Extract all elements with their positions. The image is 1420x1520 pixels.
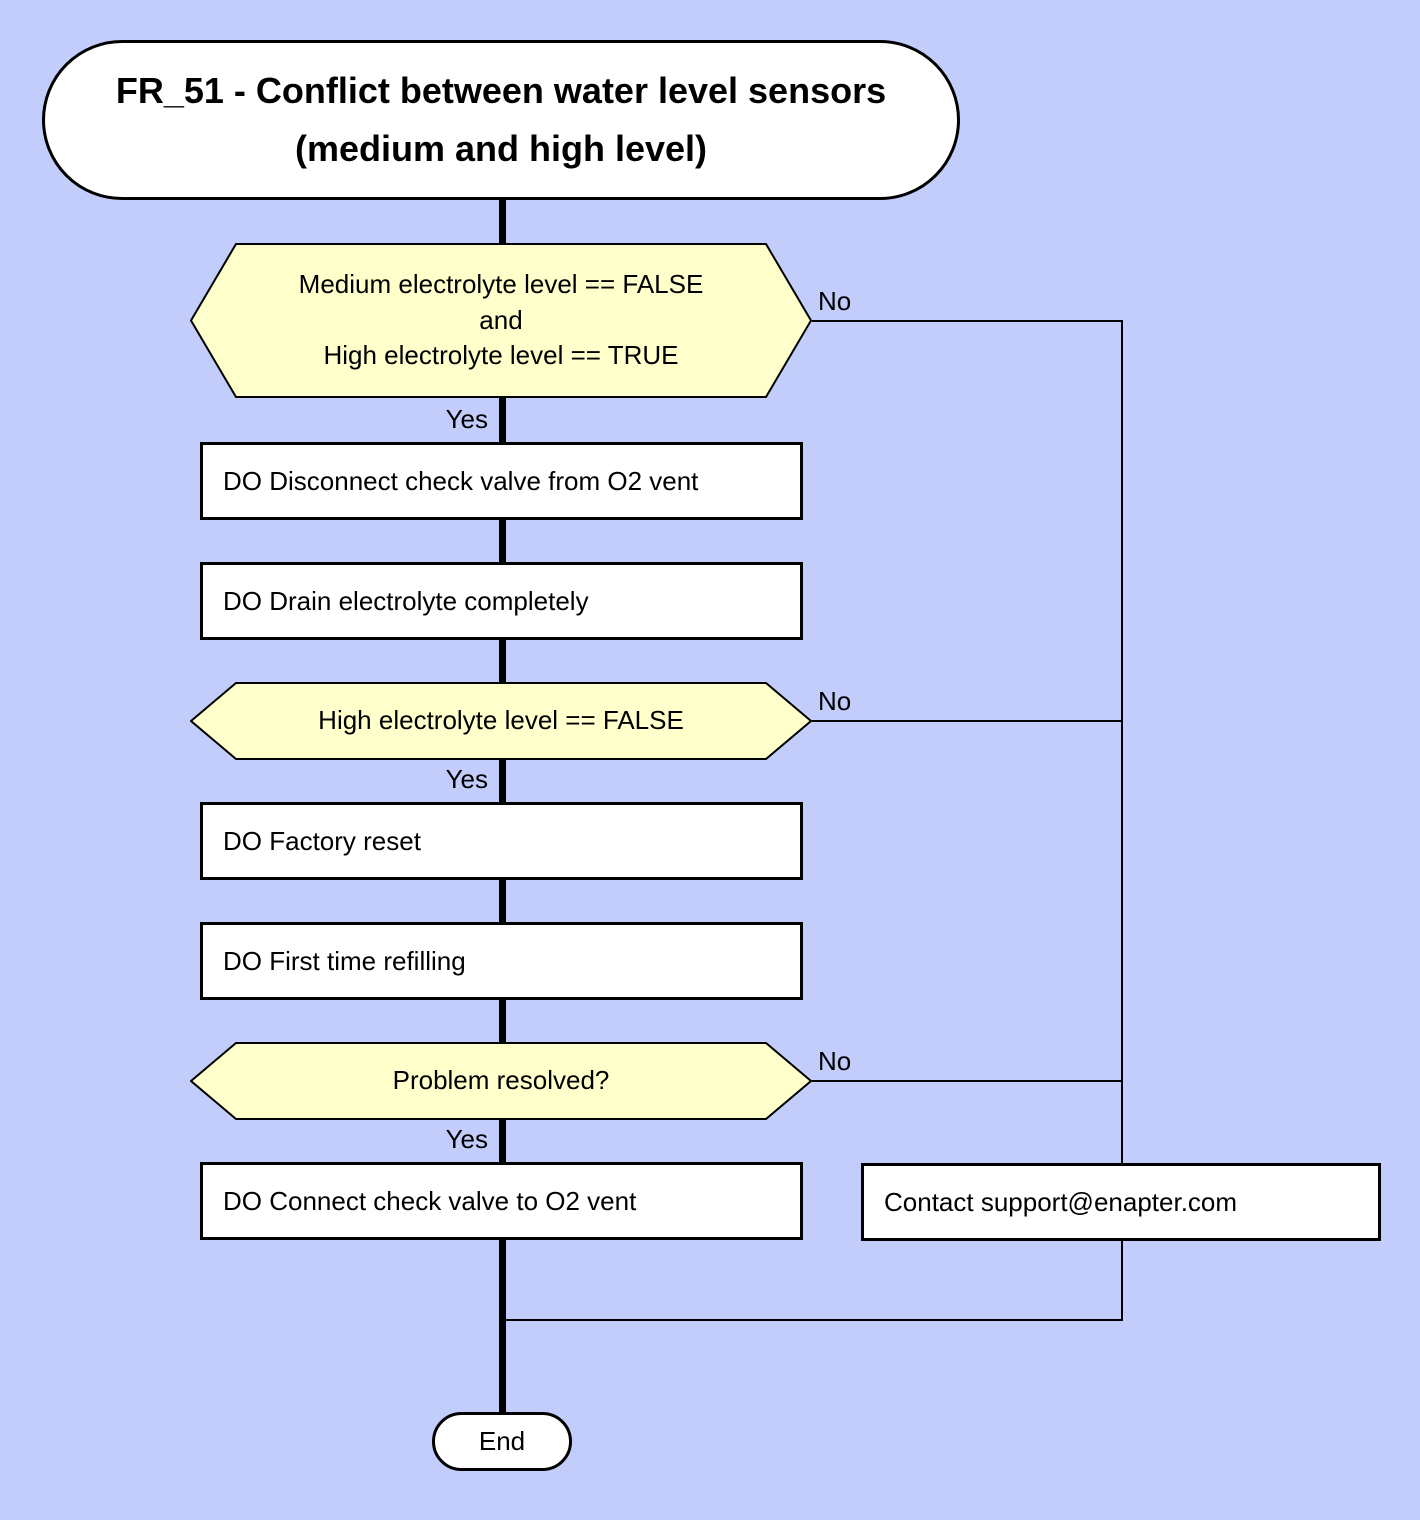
end-node: End <box>432 1412 572 1471</box>
edge-label-yes-1: Yes <box>445 404 488 434</box>
decision-medium-high-conflict-label: Medium electrolyte level == FALSE and Hi… <box>298 268 704 371</box>
process-connect-check-valve-label: DO Connect check valve to O2 vent <box>223 1185 637 1216</box>
process-contact-support: Contact support@enapter.com <box>861 1163 1381 1241</box>
connector-join-horizontal <box>499 1319 1123 1321</box>
connector-contact-to-join <box>1121 1241 1123 1321</box>
page-title: FR_51 - Conflict between water level sen… <box>115 70 887 169</box>
decision-hexagon-shape <box>190 682 812 760</box>
connector-decision1-no <box>812 320 1123 322</box>
connector-decision1-yes <box>499 396 506 444</box>
edge-label-yes-3: Yes <box>445 1124 488 1154</box>
process-drain-electrolyte: DO Drain electrolyte completely <box>200 562 803 640</box>
edge-label-no-3: No <box>818 1046 852 1076</box>
process-factory-reset: DO Factory reset <box>200 802 803 880</box>
process-first-time-refilling-label: DO First time refilling <box>223 945 466 976</box>
decision-problem-resolved-label: Problem resolved? <box>392 1065 610 1096</box>
process-disconnect-check-valve-label: DO Disconnect check valve from O2 vent <box>223 465 699 496</box>
decision-high-level-false-label: High electrolyte level == FALSE <box>318 705 684 736</box>
title-node: FR_51 - Conflict between water level sen… <box>42 40 960 200</box>
connector-process1-to-process2 <box>499 518 506 564</box>
decision-problem-resolved: Problem resolved? <box>190 1042 812 1120</box>
process-contact-support-label: Contact support@enapter.com <box>884 1186 1238 1217</box>
connector-decision3-yes <box>499 1118 506 1164</box>
connector-decision2-no <box>812 720 1123 722</box>
process-connect-check-valve: DO Connect check valve to O2 vent <box>200 1162 803 1240</box>
process-factory-reset-label: DO Factory reset <box>223 825 421 856</box>
process-disconnect-check-valve: DO Disconnect check valve from O2 vent <box>200 442 803 520</box>
connector-no-branch-vertical <box>1121 320 1123 1164</box>
process-first-time-refilling: DO First time refilling <box>200 922 803 1000</box>
edge-label-no-1: No <box>818 286 852 316</box>
process-drain-electrolyte-label: DO Drain electrolyte completely <box>223 585 589 616</box>
edge-label-no-2: No <box>818 686 852 716</box>
connector-process5-to-end <box>499 1238 506 1414</box>
decision-medium-high-conflict: Medium electrolyte level == FALSE and Hi… <box>190 243 812 398</box>
connector-decision3-no <box>812 1080 1123 1082</box>
connector-title-to-decision1 <box>499 200 506 245</box>
connector-process2-to-decision2 <box>499 638 506 684</box>
connector-decision2-yes <box>499 758 506 804</box>
decision-hexagon-shape <box>190 243 812 398</box>
connector-process4-to-decision3 <box>499 998 506 1044</box>
end-node-label: End <box>478 1426 526 1456</box>
decision-hexagon-shape <box>190 1042 812 1120</box>
connector-process3-to-process4 <box>499 878 506 924</box>
decision-high-level-false: High electrolyte level == FALSE <box>190 682 812 760</box>
edge-label-yes-2: Yes <box>445 764 488 794</box>
